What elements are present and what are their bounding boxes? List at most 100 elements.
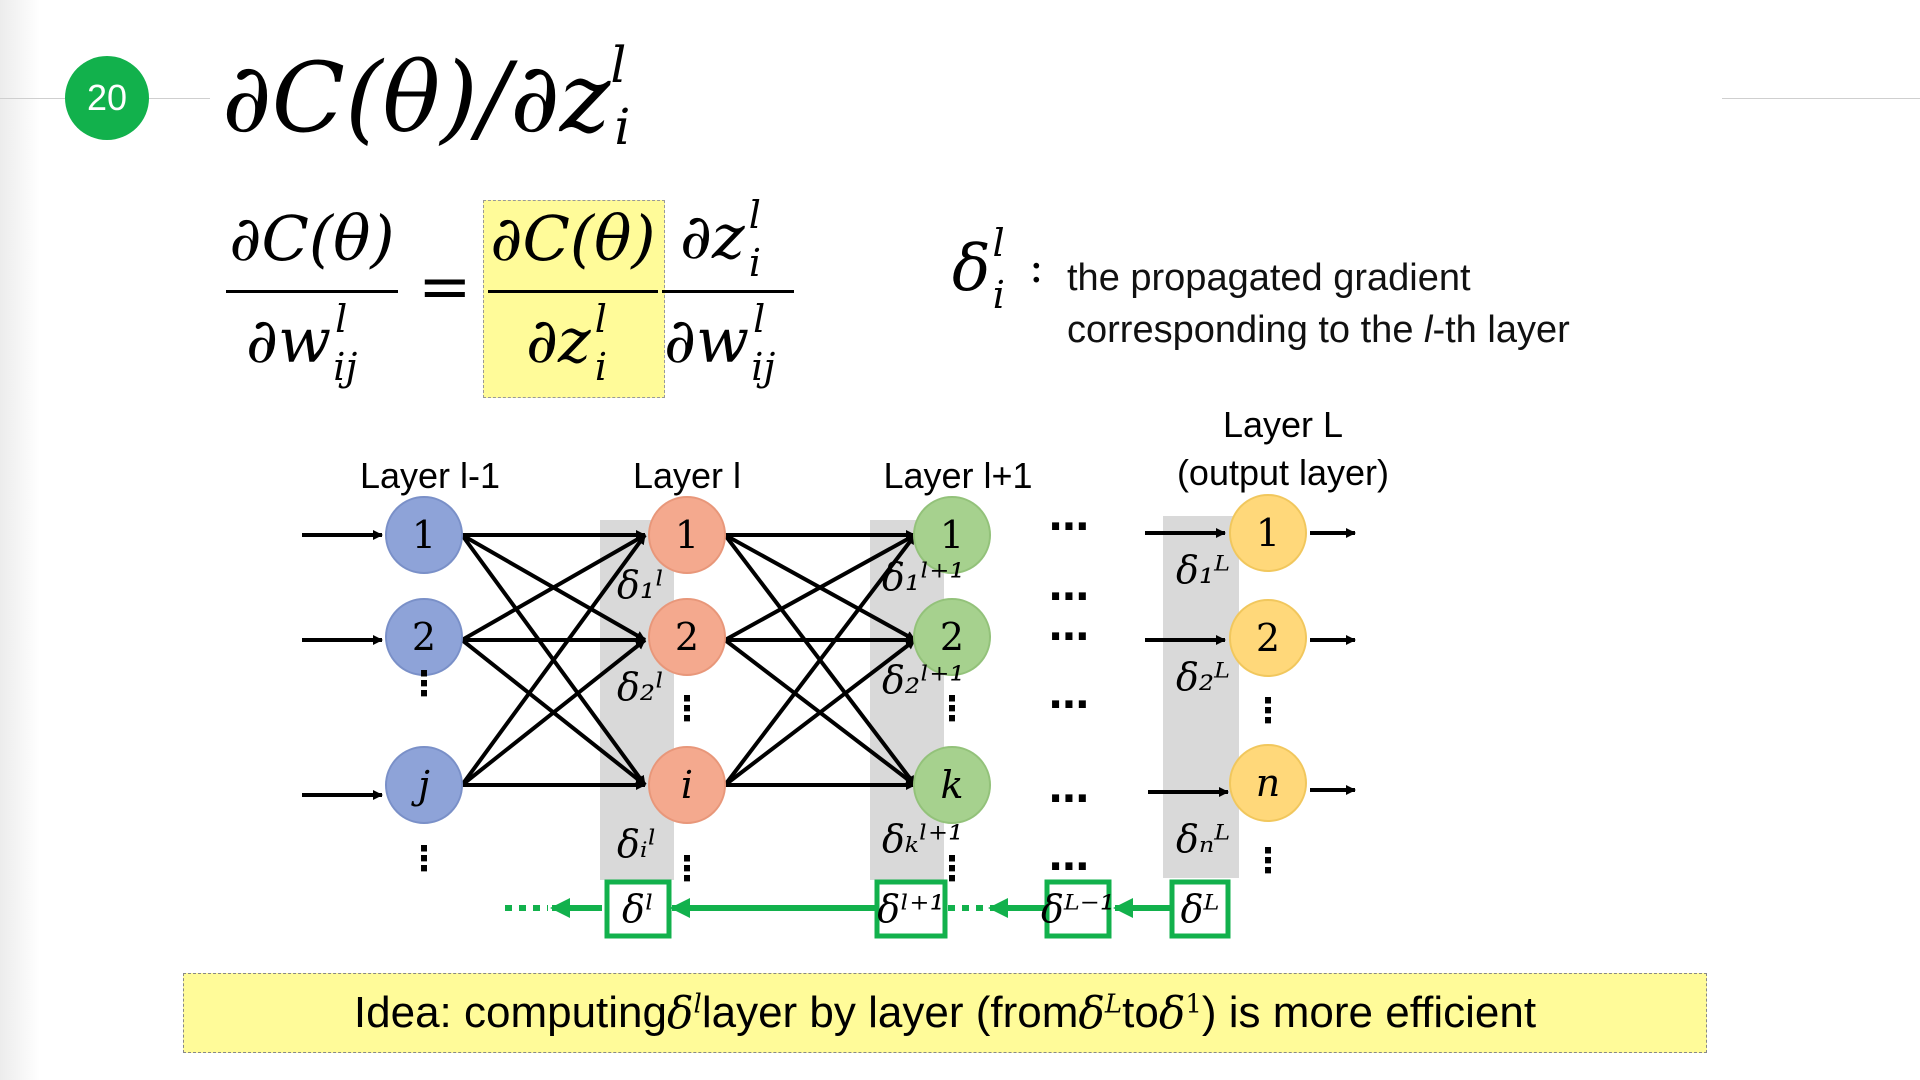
ellipsis-next-1: ⋮ [935, 689, 969, 729]
delta-colon: : [1028, 242, 1044, 293]
ellipsis-output-2: ⋮ [1251, 841, 1285, 881]
idea-text-mid: layer by layer (from [701, 988, 1079, 1037]
idea-d2: δ [1078, 987, 1105, 1039]
next-node-2 [913, 598, 991, 676]
next-node-1 [913, 496, 991, 574]
layer-title-next: Layer l+1 [883, 455, 1032, 496]
ellipsis-current-1: ⋮ [670, 689, 704, 729]
current-node-2 [648, 598, 726, 676]
idea-d2-sup: L [1104, 988, 1123, 1019]
layer-title-current: Layer l [633, 455, 741, 496]
delta-sup: l [992, 221, 1005, 265]
next-node-k-label: k [940, 763, 963, 807]
ellipsis-current-2: ⋮ [670, 849, 704, 889]
connections-current-to-next [723, 530, 917, 790]
prev-layer-nodes: 1 2 j [385, 496, 463, 824]
lhs-den-sup: l [335, 297, 348, 341]
title-superscript: l [610, 36, 627, 94]
next-layer-nodes: 1 2 k [913, 496, 991, 824]
delta-next-2: δ₂ˡ⁺¹ [882, 658, 965, 702]
prev-node-1 [385, 496, 463, 574]
idea-d3-sup: 1 [1185, 988, 1202, 1019]
current-node-i-label: i [681, 763, 693, 807]
output-node-1 [1229, 494, 1307, 572]
backprop-chain: δˡ δˡ⁺¹ δᴸ⁻¹ δᴸ [505, 879, 1231, 939]
idea-d3: δ [1158, 987, 1186, 1039]
rhs-num-sup: l [748, 193, 761, 237]
chain-label-delta-L-minus-1: δᴸ⁻¹ [1041, 887, 1115, 931]
chain-box-delta-L [1169, 879, 1231, 939]
title-main: ∂C(θ)/∂z [222, 42, 611, 154]
rhs-num-text: ∂z [680, 200, 745, 273]
idea-delta-L: δL [1078, 988, 1122, 1039]
left-edge-shade [0, 0, 40, 1080]
prev-node-2 [385, 598, 463, 676]
def-line2-l: l [1424, 309, 1433, 351]
rhs-den-sub: ij [751, 345, 776, 389]
definition-line-2: corresponding to the l-th layer [1067, 304, 1570, 356]
rhs-fraction-bar [662, 290, 794, 293]
delta-next-k: δₖˡ⁺¹ [882, 817, 963, 861]
title-subscript: i [614, 98, 631, 156]
lhs-fraction-bar [226, 290, 398, 293]
delta-output-1: δ₁ᴸ [1176, 548, 1230, 592]
chain-box-delta-l-plus-1 [874, 879, 948, 939]
delta-sub: i [992, 273, 1005, 317]
horizontal-ellipses: ⋯ ⋯ ⋯ ⋯ ⋯ ⋯ [1049, 504, 1089, 890]
hdots-1: ⋯ [1049, 504, 1089, 550]
delta-output-2: δ₂ᴸ [1176, 655, 1230, 699]
current-node-2-label: 2 [675, 615, 699, 659]
hdots-3: ⋯ [1049, 614, 1089, 660]
output-node-n-label: n [1256, 761, 1280, 805]
mid-den-text: ∂z [526, 304, 591, 377]
delta-labels: δ₁ˡ δ₂ˡ δᵢˡ δ₁ˡ⁺¹ δ₂ˡ⁺¹ δₖˡ⁺¹ δ₁ᴸ δ₂ᴸ δₙ… [617, 548, 1230, 866]
def-line2-post: -th layer [1432, 309, 1570, 351]
next-node-2-label: 2 [940, 615, 964, 659]
mid-den-sup: l [594, 297, 607, 341]
output-node-n [1229, 744, 1307, 822]
mid-den-sub: i [594, 345, 608, 389]
hdots-2: ⋯ [1049, 574, 1089, 620]
lhs-den-sub: ij [333, 345, 358, 389]
current-node-1 [648, 496, 726, 574]
output-node-1-label: 1 [1256, 511, 1280, 555]
rhs-num-sub: i [748, 241, 762, 285]
chain-box-delta-l [604, 879, 672, 939]
hdots-4: ⋯ [1049, 682, 1089, 728]
delta-current-1: δ₁ˡ [617, 563, 664, 607]
output-layer-shade [1163, 516, 1239, 878]
input-arrows [302, 530, 383, 800]
output-node-2-label: 2 [1256, 616, 1280, 660]
idea-delta-l: δl [667, 988, 702, 1039]
slide-number-badge: 20 [65, 56, 149, 140]
delta-glyph: δ [952, 232, 991, 306]
next-node-1-label: 1 [940, 513, 964, 557]
definition-line-1: the propagated gradient [1067, 257, 1471, 299]
layer-title-output-1: Layer L [1223, 404, 1343, 445]
prev-node-2-label: 2 [412, 615, 436, 659]
hdots-5: ⋯ [1049, 776, 1089, 822]
def-line2-pre: corresponding to the [1067, 309, 1425, 351]
next-node-k [913, 746, 991, 824]
current-node-1-label: 1 [675, 513, 699, 557]
delta-definition: the propagated gradient corresponding to… [1067, 252, 1570, 356]
prev-node-j [385, 746, 463, 824]
output-arrows [1145, 528, 1356, 797]
current-node-i [648, 746, 726, 824]
equals-sign: = [418, 250, 472, 324]
lhs-den-text: ∂w [246, 304, 332, 377]
chain-label-delta-l: δˡ [622, 887, 654, 931]
chain-box-delta-L-minus-1 [1044, 879, 1112, 939]
idea-text-pre: Idea: computing [353, 988, 667, 1037]
layer-title-prev: Layer l-1 [360, 455, 500, 496]
idea-d1-sup: l [693, 988, 702, 1019]
